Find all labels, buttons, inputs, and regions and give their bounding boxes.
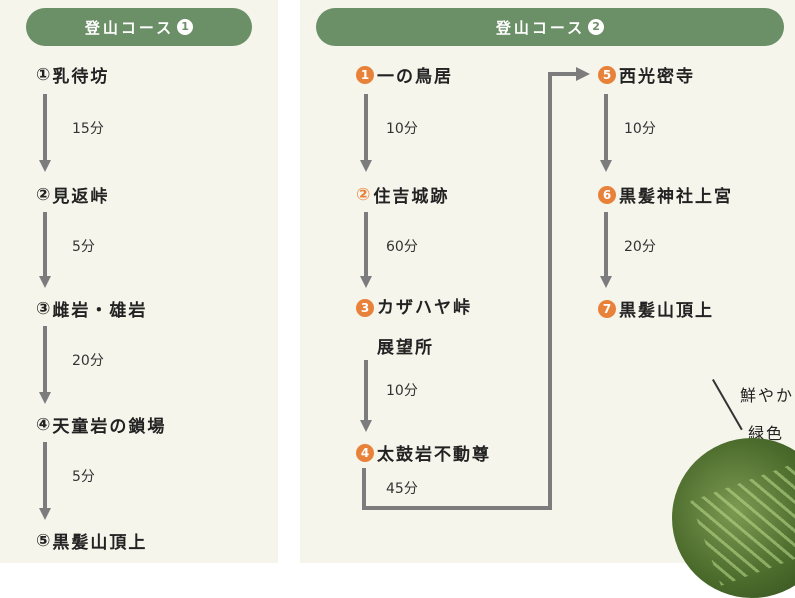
course1-stop-2: ② 見返峠 <box>36 182 110 208</box>
course1-time-4: 5分 <box>72 469 95 485</box>
course1-stop-5-name: 黒髪山頂上 <box>52 533 148 553</box>
course1-stop-4: ④ 天童岩の鎖場 <box>36 412 167 438</box>
course1-title: 登山コース <box>84 18 175 37</box>
course2-stop-6: 6 黒髪神社上宮 <box>598 182 733 207</box>
course1-arrow-3 <box>39 326 51 404</box>
course1-stop-3: ③ 雌岩・雄岩 <box>36 296 148 322</box>
course1-arrow-1 <box>39 94 51 172</box>
course2-arrow-6 <box>600 212 612 288</box>
course2-title-number: 2 <box>588 19 605 35</box>
course2-stop-3-number: 3 <box>356 299 374 317</box>
course1-time-3: 20分 <box>72 353 104 369</box>
course2-time-4: 45分 <box>386 481 418 497</box>
course1-time-1: 15分 <box>72 121 104 137</box>
course2-stop-4: 4 太鼓岩不動尊 <box>356 440 491 465</box>
course1-stop-4-number: ④ <box>36 414 51 435</box>
course1-title-number: 1 <box>177 19 194 35</box>
course2-arrow-1 <box>360 94 372 172</box>
course2-arrow-2 <box>360 212 372 288</box>
course2-stop-6-number: 6 <box>598 185 616 204</box>
course2-stop-5: 5 西光密寺 <box>598 62 695 87</box>
course1-stop-5: ⑤ 黒髪山頂上 <box>36 528 148 554</box>
course2-stop-2-name: 住吉城跡 <box>373 187 450 207</box>
course1-stop-1-number: ① <box>36 64 51 85</box>
course2-stop-4-number: 4 <box>356 443 374 462</box>
course2-stop-3: 3 カザハヤ峠 展望所 <box>356 288 472 368</box>
course2-stop-2: ② 住吉城跡 <box>356 182 450 208</box>
course1-arrow-2 <box>39 212 51 288</box>
course2-stop-7-number: 7 <box>598 299 616 318</box>
course2-stop-3-name-line2: 展望所 <box>377 338 434 358</box>
course2-arrow-4-connector <box>362 67 590 510</box>
course1-arrow-4 <box>39 442 51 520</box>
course2-title: 登山コース <box>495 18 586 37</box>
course1-stop-1: ① 乳待坊 <box>36 62 110 88</box>
course2-arrow-3 <box>360 360 372 432</box>
course2-time-2: 60分 <box>386 239 418 255</box>
course2-stop-2-number: ② <box>356 184 371 205</box>
course2-stop-1-name: 一の鳥居 <box>377 67 453 87</box>
course1-stop-5-number: ⑤ <box>36 530 51 551</box>
course2-stop-5-number: 5 <box>598 65 616 84</box>
course2-stop-5-name: 西光密寺 <box>619 67 695 87</box>
course2-time-5: 10分 <box>624 121 656 137</box>
course1-stop-2-name: 見返峠 <box>52 187 110 207</box>
course2-arrow-5 <box>600 94 612 172</box>
course2-stop-1: 1 一の鳥居 <box>356 62 453 87</box>
course1-stop-4-name: 天童岩の鎖場 <box>52 417 167 437</box>
callout-line1: 鮮やか <box>740 386 795 405</box>
course1-stop-3-name: 雌岩・雄岩 <box>52 301 148 321</box>
course2-stop-6-name: 黒髪神社上宮 <box>619 187 733 207</box>
course2-stop-4-name: 太鼓岩不動尊 <box>377 445 491 465</box>
course1-stop-2-number: ② <box>36 184 51 205</box>
course2-time-3: 10分 <box>386 383 418 399</box>
course2-time-1: 10分 <box>386 121 418 137</box>
course2-stop-7-name: 黒髪山頂上 <box>619 301 714 321</box>
course2-stop-7: 7 黒髪山頂上 <box>598 296 714 321</box>
course2-header: 登山コース 2 <box>316 8 784 46</box>
course2-time-6: 20分 <box>624 239 656 255</box>
course1-stop-3-number: ③ <box>36 298 51 319</box>
course1-time-2: 5分 <box>72 239 95 255</box>
course1-header: 登山コース 1 <box>26 8 252 46</box>
course1-stop-1-name: 乳待坊 <box>52 67 110 87</box>
course2-stop-1-number: 1 <box>356 65 374 84</box>
course2-stop-3-name: カザハヤ峠 <box>377 298 472 318</box>
